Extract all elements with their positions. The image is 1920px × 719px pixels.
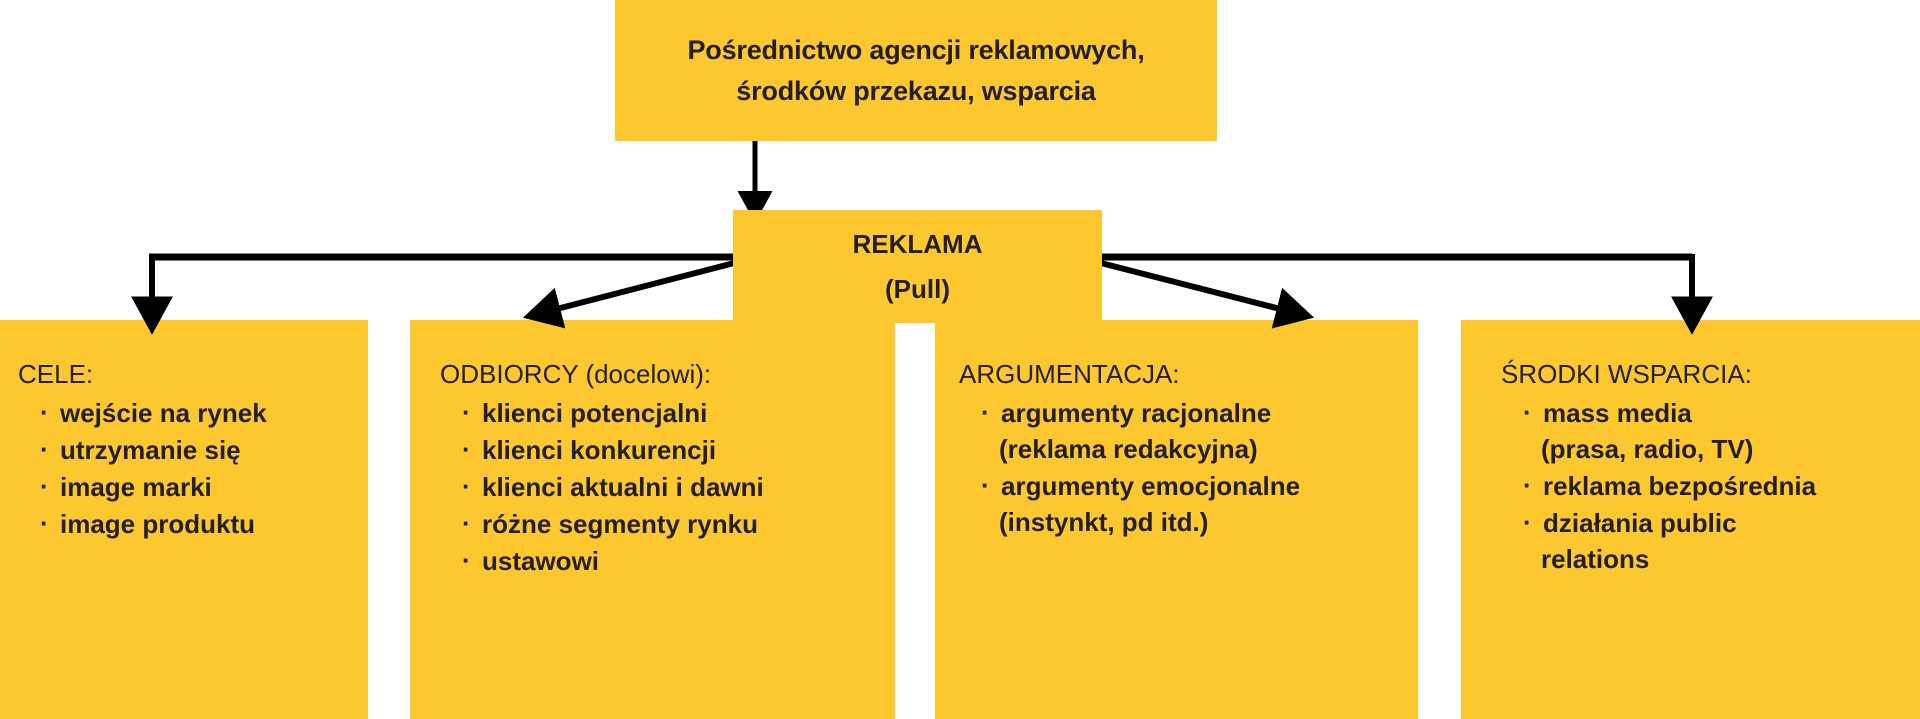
list-item-line-1: różne segmenty rynku [482,509,758,539]
list-item: klienci konkurencji [462,431,885,468]
arrow-reklama-to-odbiorcy [522,259,739,329]
title-box-line-2: środków przekazu, wsparcia [736,75,1096,106]
list-item-line-2: (reklama redakcyjna) [999,434,1258,464]
list-item-line-1: image marki [60,472,212,502]
list-item: różne segmenty rynku [462,505,885,542]
leaf-box-cele: CELE: wejście na rynek utrzymanie się im… [0,320,368,719]
leaf-box-odbiorcy: ODBIORCY (docelowi): klienci potencjalni… [410,320,895,719]
list-item-line-1: reklama bezpośrednia [1543,471,1817,501]
leaf-box-argumentacja: ARGUMENTACJA: argumenty racjonalne (rekl… [935,320,1418,719]
list-item: utrzymanie się [40,431,358,468]
leaf-title-odbiorcy: ODBIORCY (docelowi): [440,359,712,389]
reklama-box-line-2: (Pull) [885,273,950,304]
list-item: klienci aktualni i dawni [462,468,885,505]
list-item: argumenty racjonalne (reklama redakcyjna… [981,394,1408,467]
list-item-line-1: mass media [1543,398,1692,428]
list-item-line-2: (prasa, radio, TV) [1541,434,1754,464]
list-item: reklama bezpośrednia [1523,467,1910,504]
leaf-list-odbiorcy: klienci potencjalni klienci konkurencji … [440,394,885,579]
list-item-line-1: klienci aktualni i dawni [482,472,764,502]
list-item-line-1: ustawowi [482,546,600,576]
list-item-line-1: działania public [1543,508,1737,538]
list-item: image produktu [40,505,358,542]
list-item: działania public relations [1523,504,1910,577]
leaf-list-argumentacja: argumenty racjonalne (reklama redakcyjna… [959,394,1408,540]
arrow-reklama-to-argumentacja [1096,259,1315,329]
leaf-title-cele: CELE: [18,359,94,389]
leaf-list-cele: wejście na rynek utrzymanie się image ma… [18,394,358,542]
list-item-line-1: utrzymanie się [60,435,241,465]
list-item-line-1: klienci potencjalni [482,398,708,428]
list-item: wejście na rynek [40,394,358,431]
leaf-title-argumentacja: ARGUMENTACJA: [959,359,1180,389]
list-item-line-1: wejście na rynek [60,398,267,428]
leaf-title-srodki-wsparcia: ŚRODKI WSPARCIA: [1501,359,1752,389]
list-item: klienci potencjalni [462,394,885,431]
title-box: Pośrednictwo agencji reklamowych, środkó… [615,0,1217,141]
list-item-line-2: relations [1541,544,1650,574]
list-item-line-1: argumenty racjonalne [1001,398,1272,428]
list-item-line-2: (instynkt, pd itd.) [999,507,1209,537]
leaf-list-srodki-wsparcia: mass media (prasa, radio, TV) reklama be… [1501,394,1910,577]
list-item-line-1: argumenty emocjonalne [1001,471,1301,501]
list-item: image marki [40,468,358,505]
title-box-line-1: Pośrednictwo agencji reklamowych, [687,34,1145,65]
reklama-box: REKLAMA (Pull) [733,210,1102,323]
list-item-line-1: klienci konkurencji [482,435,717,465]
list-item: argumenty emocjonalne (instynkt, pd itd.… [981,467,1408,540]
list-item-line-1: image produktu [60,509,256,539]
list-item: mass media (prasa, radio, TV) [1523,394,1910,467]
leaf-box-srodki-wsparcia: ŚRODKI WSPARCIA: mass media (prasa, radi… [1461,320,1920,719]
reklama-box-line-1: REKLAMA [852,228,983,259]
list-item: ustawowi [462,542,885,579]
